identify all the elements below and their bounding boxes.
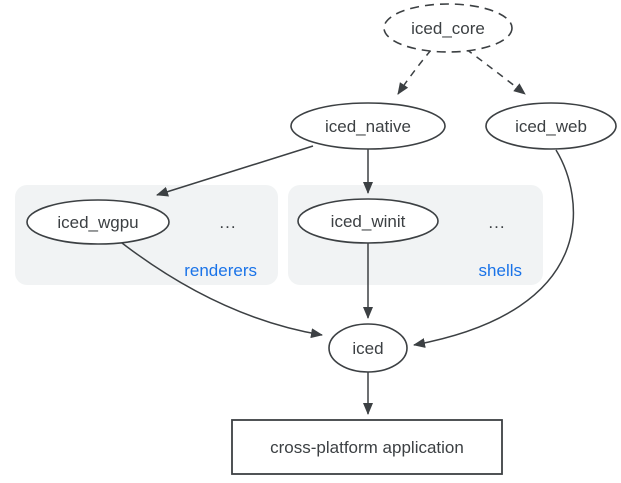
node-iced_web: iced_web [485, 102, 617, 150]
node-iced_wgpu: iced_wgpu [26, 199, 170, 245]
edge-iced_native-to-iced_wgpu [156, 145, 314, 197]
iced-label: iced [352, 339, 383, 358]
iced_wgpu-ellipse [26, 199, 170, 245]
node-iced_native: iced_native [290, 102, 446, 150]
node-iced_winit: iced_winit [297, 198, 439, 244]
iced_winit-label: iced_winit [331, 212, 406, 231]
node-iced_core: iced_core [383, 3, 513, 53]
edge-iced_wgpu-to-iced [121, 242, 323, 339]
iced_core-label: iced_core [411, 19, 485, 38]
iced_web-label: iced_web [515, 117, 587, 136]
shells-group-label: shells [479, 261, 522, 280]
edge-iced_web-to-iced [413, 149, 575, 348]
iced_core-ellipse [383, 3, 513, 53]
edge-iced_core-to-iced_web [465, 48, 526, 95]
renderers-ellipsis: ... [219, 213, 236, 232]
iced_wgpu-label: iced_wgpu [57, 213, 138, 232]
iced_winit-ellipse [297, 198, 439, 244]
edge-iced_core-to-iced_native [397, 49, 432, 95]
iced-ellipse [328, 323, 408, 373]
iced_web-ellipse [485, 102, 617, 150]
application-rect [231, 419, 503, 475]
node-application: cross-platform application [231, 419, 503, 475]
shells-ellipsis: ... [488, 213, 505, 232]
node-iced: iced [328, 323, 408, 373]
iced_native-label: iced_native [325, 117, 411, 136]
application-label: cross-platform application [270, 438, 464, 457]
iced_native-ellipse [290, 102, 446, 150]
renderers-group-label: renderers [184, 261, 257, 280]
